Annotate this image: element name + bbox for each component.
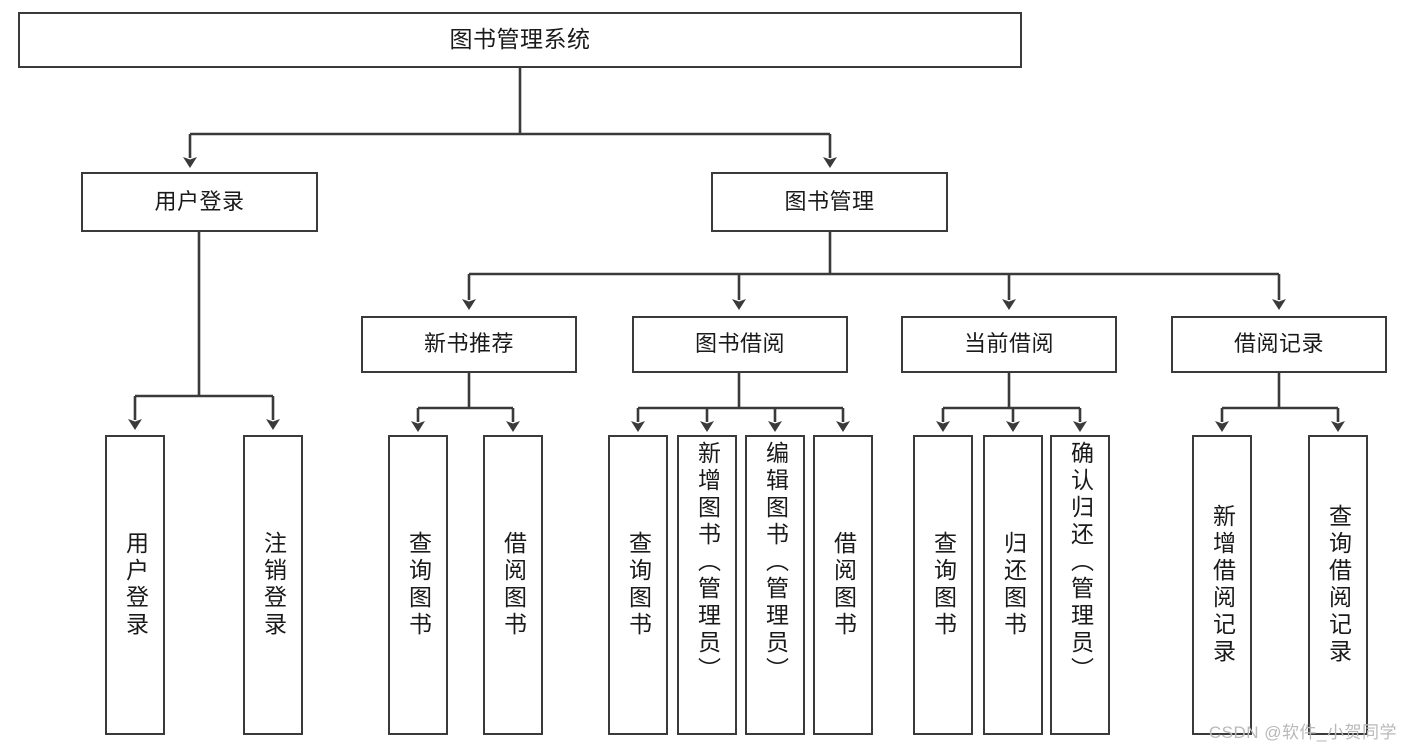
node-borrow-record[interactable]: 借阅记录 <box>1171 316 1387 373</box>
node-label: 图书管理系统 <box>449 26 591 53</box>
node-label: 图书借阅 <box>694 331 785 357</box>
node-book-management[interactable]: 图书管理 <box>711 172 948 232</box>
leaf-user-logout[interactable]: 注销登录 <box>243 435 303 735</box>
leaf-borrow-query-book[interactable]: 查询图书 <box>608 435 668 735</box>
leaf-current-confirm-return-admin[interactable]: 确认归还（管理员） <box>1050 435 1110 735</box>
node-label: 编辑图书（管理员） <box>762 441 789 684</box>
node-label: 用户登录 <box>154 188 245 214</box>
leaf-current-query-book[interactable]: 查询图书 <box>913 435 973 735</box>
leaf-recommend-borrow-book[interactable]: 借阅图书 <box>483 435 543 735</box>
leaf-record-add-borrow-record[interactable]: 新增借阅记录 <box>1192 435 1252 735</box>
leaf-current-return-book[interactable]: 归还图书 <box>983 435 1043 735</box>
node-label: 查询借阅记录 <box>1325 504 1352 666</box>
node-user-login[interactable]: 用户登录 <box>81 172 318 232</box>
node-label: 查询图书 <box>625 531 652 639</box>
leaf-record-query-borrow-record[interactable]: 查询借阅记录 <box>1308 435 1368 735</box>
node-label: 图书管理 <box>784 188 875 214</box>
node-label: 确认归还（管理员） <box>1067 441 1094 684</box>
node-root-book-management-system[interactable]: 图书管理系统 <box>18 12 1022 68</box>
leaf-borrow-borrow-book[interactable]: 借阅图书 <box>813 435 873 735</box>
node-book-borrow[interactable]: 图书借阅 <box>632 316 848 373</box>
leaf-borrow-edit-book-admin[interactable]: 编辑图书（管理员） <box>745 435 805 735</box>
leaf-recommend-query-book[interactable]: 查询图书 <box>388 435 448 735</box>
node-label: 新增借阅记录 <box>1209 504 1236 666</box>
node-label: 新增图书（管理员） <box>694 441 721 684</box>
node-label: 归还图书 <box>1000 531 1027 639</box>
node-label: 借阅图书 <box>500 531 527 639</box>
node-label: 查询图书 <box>930 531 957 639</box>
node-label: 当前借阅 <box>963 331 1054 357</box>
node-current-borrow[interactable]: 当前借阅 <box>901 316 1117 373</box>
leaf-user-login[interactable]: 用户登录 <box>105 435 165 735</box>
node-label: 查询图书 <box>405 531 432 639</box>
node-label: 借阅记录 <box>1233 331 1324 357</box>
node-label: 注销登录 <box>260 531 287 639</box>
leaf-borrow-add-book-admin[interactable]: 新增图书（管理员） <box>677 435 737 735</box>
node-label: 用户登录 <box>122 531 149 639</box>
node-label: 借阅图书 <box>830 531 857 639</box>
watermark: CSDN @软件_小贺同学 <box>1208 723 1397 742</box>
node-new-book-recommend[interactable]: 新书推荐 <box>361 316 577 373</box>
node-label: 新书推荐 <box>423 331 514 357</box>
